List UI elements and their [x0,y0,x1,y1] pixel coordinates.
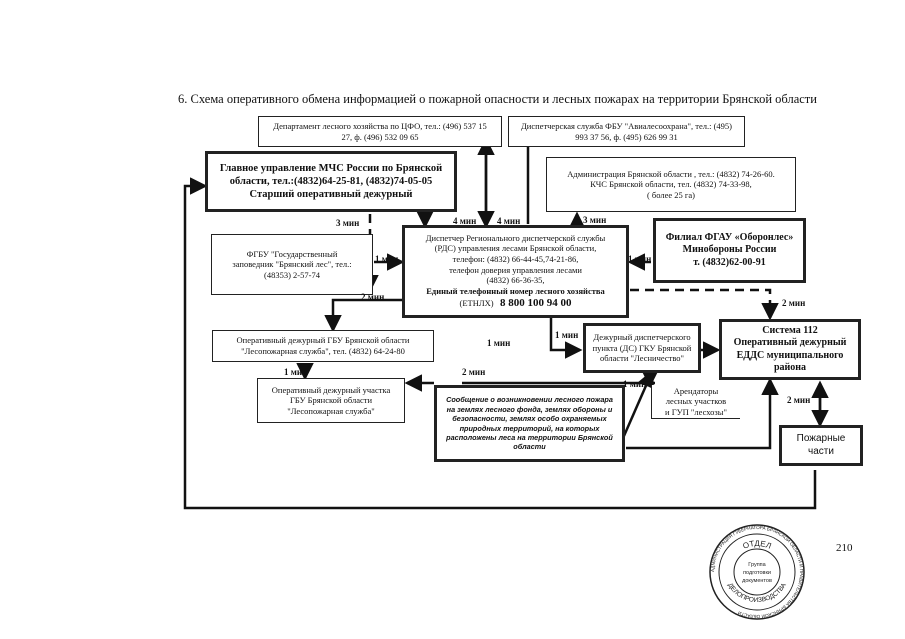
svg-text:ОТДЕЛ: ОТДЕЛ [742,539,773,551]
time-label: 1 мин [628,254,652,264]
time-label: 3 мин [583,215,607,225]
time-label: 1 мин [284,367,308,377]
message-box: Сообщение о возникновении лесного пожара… [434,385,625,462]
time-label: 4 мин [453,216,477,226]
svg-text:подготовки: подготовки [743,570,771,576]
time-label: 2 мин [782,298,806,308]
time-label: 2 мин [462,367,486,377]
stamp-seal: АДМИНИСТРАЦИЯ ГУБЕРНАТОРА БРЯНСКОЙ ОБЛАС… [709,524,805,621]
time-label: 3 мин [336,218,360,228]
mchs-box: Главное управление МЧС России по Брянско… [205,151,457,212]
svg-text:документов: документов [742,578,772,584]
time-label: 2 мин [361,292,385,302]
oboronles-box: Филиал ФГАУ «Оборонлес»Минобороны России… [653,218,806,283]
time-label: 1 мин [623,379,647,389]
time-label: 1 мин [555,330,579,340]
avialesookhrana-box: Диспетчерская служба ФБУ "Авиалесоохрана… [508,116,745,147]
page-number: 210 [836,542,853,554]
time-label: 4 мин [497,216,521,226]
svg-text:ДЕЛОПРОИЗВОДСТВА: ДЕЛОПРОИЗВОДСТВА [726,581,788,604]
time-label: 1 мин [375,254,399,264]
page-title: 6. Схема оперативного обмена информацией… [178,92,817,106]
dep-forest-box: Департамент лесного хозяйства по ЦФО, те… [258,116,502,147]
svg-text:Группа: Группа [748,562,766,568]
duty-gbu-box: Оперативный дежурный ГБУ Брянской област… [212,330,434,362]
admin-box: Администрация Брянской области , тел.: (… [546,157,796,212]
time-label: 2 мин [787,395,811,405]
rds-box: Диспетчер Регионального диспетчерской сл… [402,225,629,318]
time-label: 1 мин [487,338,511,348]
